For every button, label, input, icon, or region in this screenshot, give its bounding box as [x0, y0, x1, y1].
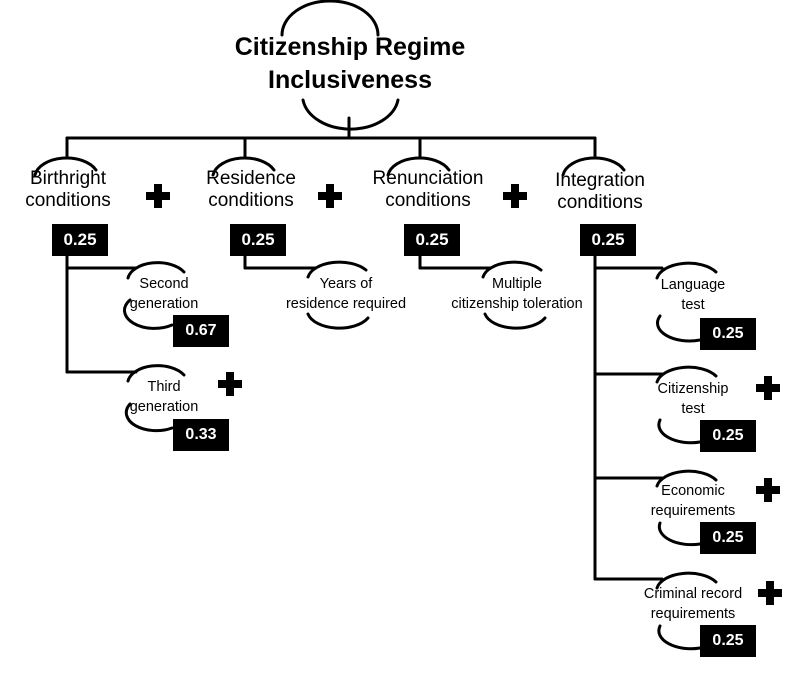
multiple-citizenship-label: Multiple citizenship toleration	[451, 276, 583, 312]
years-residence-bottom-arc	[306, 312, 370, 330]
category-integration-weight: 0.25	[580, 224, 636, 256]
plus-icon	[756, 478, 780, 502]
years-of-residence-label: Years of residence required	[285, 276, 407, 312]
plus-icon	[318, 184, 342, 208]
language-test-top-arc	[655, 261, 718, 280]
diagram-title: Citizenship Regime Inclusiveness	[234, 33, 466, 94]
plus-icon	[756, 376, 780, 400]
category-residence-label: Residence conditions	[206, 168, 296, 211]
third-generation-bottom-arc	[124, 402, 174, 433]
plus-icon	[146, 184, 170, 208]
criminal-record-label: Criminal record requirements	[643, 586, 743, 622]
category-birthright-weight: 0.25	[52, 224, 108, 256]
citizenship-test-bottom-arc	[657, 418, 702, 445]
integration-arc	[561, 156, 626, 177]
citizenship-test-top-arc	[655, 365, 718, 384]
category-renunciation-weight: 0.25	[404, 224, 460, 256]
plus-icon	[758, 581, 782, 605]
residence-arc	[211, 156, 276, 177]
years-residence-top-arc	[306, 260, 368, 279]
plus-icon	[218, 372, 242, 396]
language-test-weight: 0.25	[700, 318, 756, 350]
multiple-citizenship-top-arc	[481, 260, 543, 279]
second-generation-bottom-arc	[123, 298, 174, 330]
second-generation-label: Second generation	[129, 276, 199, 312]
economic-req-top-arc	[655, 469, 718, 488]
economic-req-bottom-arc	[657, 521, 702, 547]
third-generation-top-arc	[126, 364, 186, 383]
renunciation-arc	[386, 156, 451, 177]
second-generation-top-arc	[126, 261, 186, 280]
third-generation-weight: 0.33	[173, 419, 229, 451]
birthright-arc	[33, 156, 98, 177]
language-test-bottom-arc	[656, 314, 702, 343]
criminal-record-weight: 0.25	[700, 625, 756, 657]
root-node-top-arc	[280, 0, 380, 37]
criminal-record-bottom-arc	[657, 624, 702, 651]
citizenship-test-weight: 0.25	[700, 420, 756, 452]
language-test-label: Language test	[660, 277, 726, 313]
citizenship-test-label: Citizenship test	[657, 381, 729, 417]
third-generation-label: Third generation	[129, 379, 199, 415]
economic-requirements-label: Economic requirements	[650, 483, 736, 519]
category-renunciation-label: Renunciation conditions	[372, 168, 484, 211]
criminal-record-top-arc	[655, 571, 718, 590]
plus-icon	[503, 184, 527, 208]
economic-requirements-weight: 0.25	[700, 522, 756, 554]
category-birthright-label: Birthright conditions	[25, 168, 111, 211]
category-residence-weight: 0.25	[230, 224, 286, 256]
second-generation-weight: 0.67	[173, 315, 229, 347]
multiple-citizenship-bottom-arc	[483, 312, 547, 330]
category-integration-label: Integration conditions	[555, 170, 645, 213]
